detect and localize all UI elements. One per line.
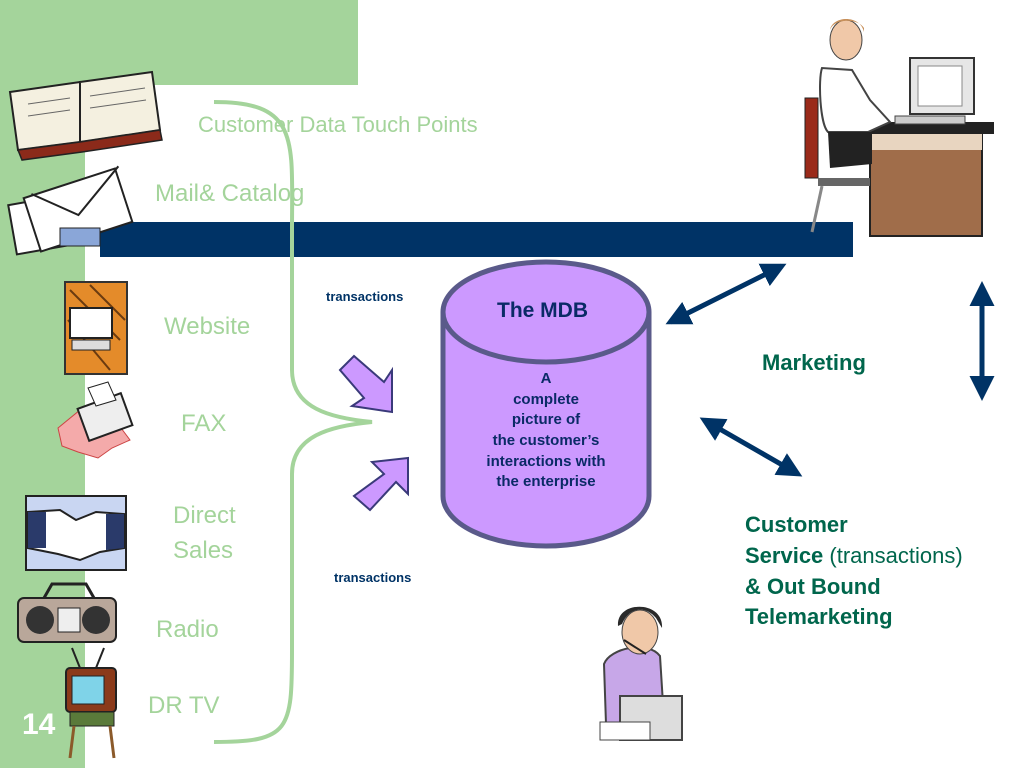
customer-service-label: Customer Service (transactions) & Out Bo… <box>745 510 963 633</box>
call-center-operator-icon <box>599 606 683 741</box>
customer-service-line1: Customer <box>745 512 848 537</box>
mdb-description: A complete picture of the customer’s int… <box>456 369 636 493</box>
mdb-line: interactions with <box>486 452 606 470</box>
inbound-arrow-top <box>338 354 393 414</box>
transactions-label-bottom: transactions <box>334 570 412 585</box>
touch-point-dr-tv: DR TV <box>148 692 220 719</box>
fax-machine-icon <box>57 381 134 459</box>
mdb-title: The MDB <box>497 299 588 322</box>
book-icon <box>8 70 163 161</box>
marketing-worker-icon <box>804 19 994 237</box>
touch-point-direct: Direct <box>173 502 236 529</box>
mdb-service-arrow <box>699 417 803 477</box>
mdb-line: the customer’s <box>492 432 600 450</box>
navy-band <box>100 222 853 257</box>
television-icon <box>65 647 117 759</box>
touch-point-sales: Sales <box>173 537 234 564</box>
touch-points-title: Customer Data Touch Points <box>198 112 478 137</box>
marketing-label: Marketing <box>762 350 866 375</box>
customer-service-line3: & Out Bound <box>745 573 881 599</box>
touch-point-radio: Radio <box>156 616 219 643</box>
touch-point-fax: FAX <box>181 410 227 437</box>
radio-boombox-icon <box>17 582 117 643</box>
mdb-line: picture of <box>511 411 581 429</box>
customer-service-line2: Service (transactions) <box>745 541 963 572</box>
mdb-line: the enterprise <box>496 473 596 491</box>
top-green-block <box>85 0 358 85</box>
inbound-arrow-bottom <box>352 456 409 512</box>
mdb-line: complete <box>513 390 579 408</box>
touch-point-website: Website <box>164 313 251 340</box>
customer-service-line4: Telemarketing <box>745 604 893 630</box>
customer-service-bold: Service <box>745 542 824 568</box>
customer-service-transactions: (transactions) <box>829 542 963 568</box>
transactions-label-top: transactions <box>326 289 404 304</box>
mdb-database-cylinder <box>440 259 652 549</box>
computer-website-icon <box>64 281 128 375</box>
slide-number: 14 <box>22 708 56 741</box>
touchpoints-brace <box>213 100 373 744</box>
handshake-icon <box>25 495 127 571</box>
mail-envelopes-icon <box>7 165 134 256</box>
touch-point-mail-catalog: Mail& Catalog <box>155 180 305 207</box>
mdb-line: A <box>540 370 552 387</box>
mdb-marketing-arrow <box>665 263 787 325</box>
